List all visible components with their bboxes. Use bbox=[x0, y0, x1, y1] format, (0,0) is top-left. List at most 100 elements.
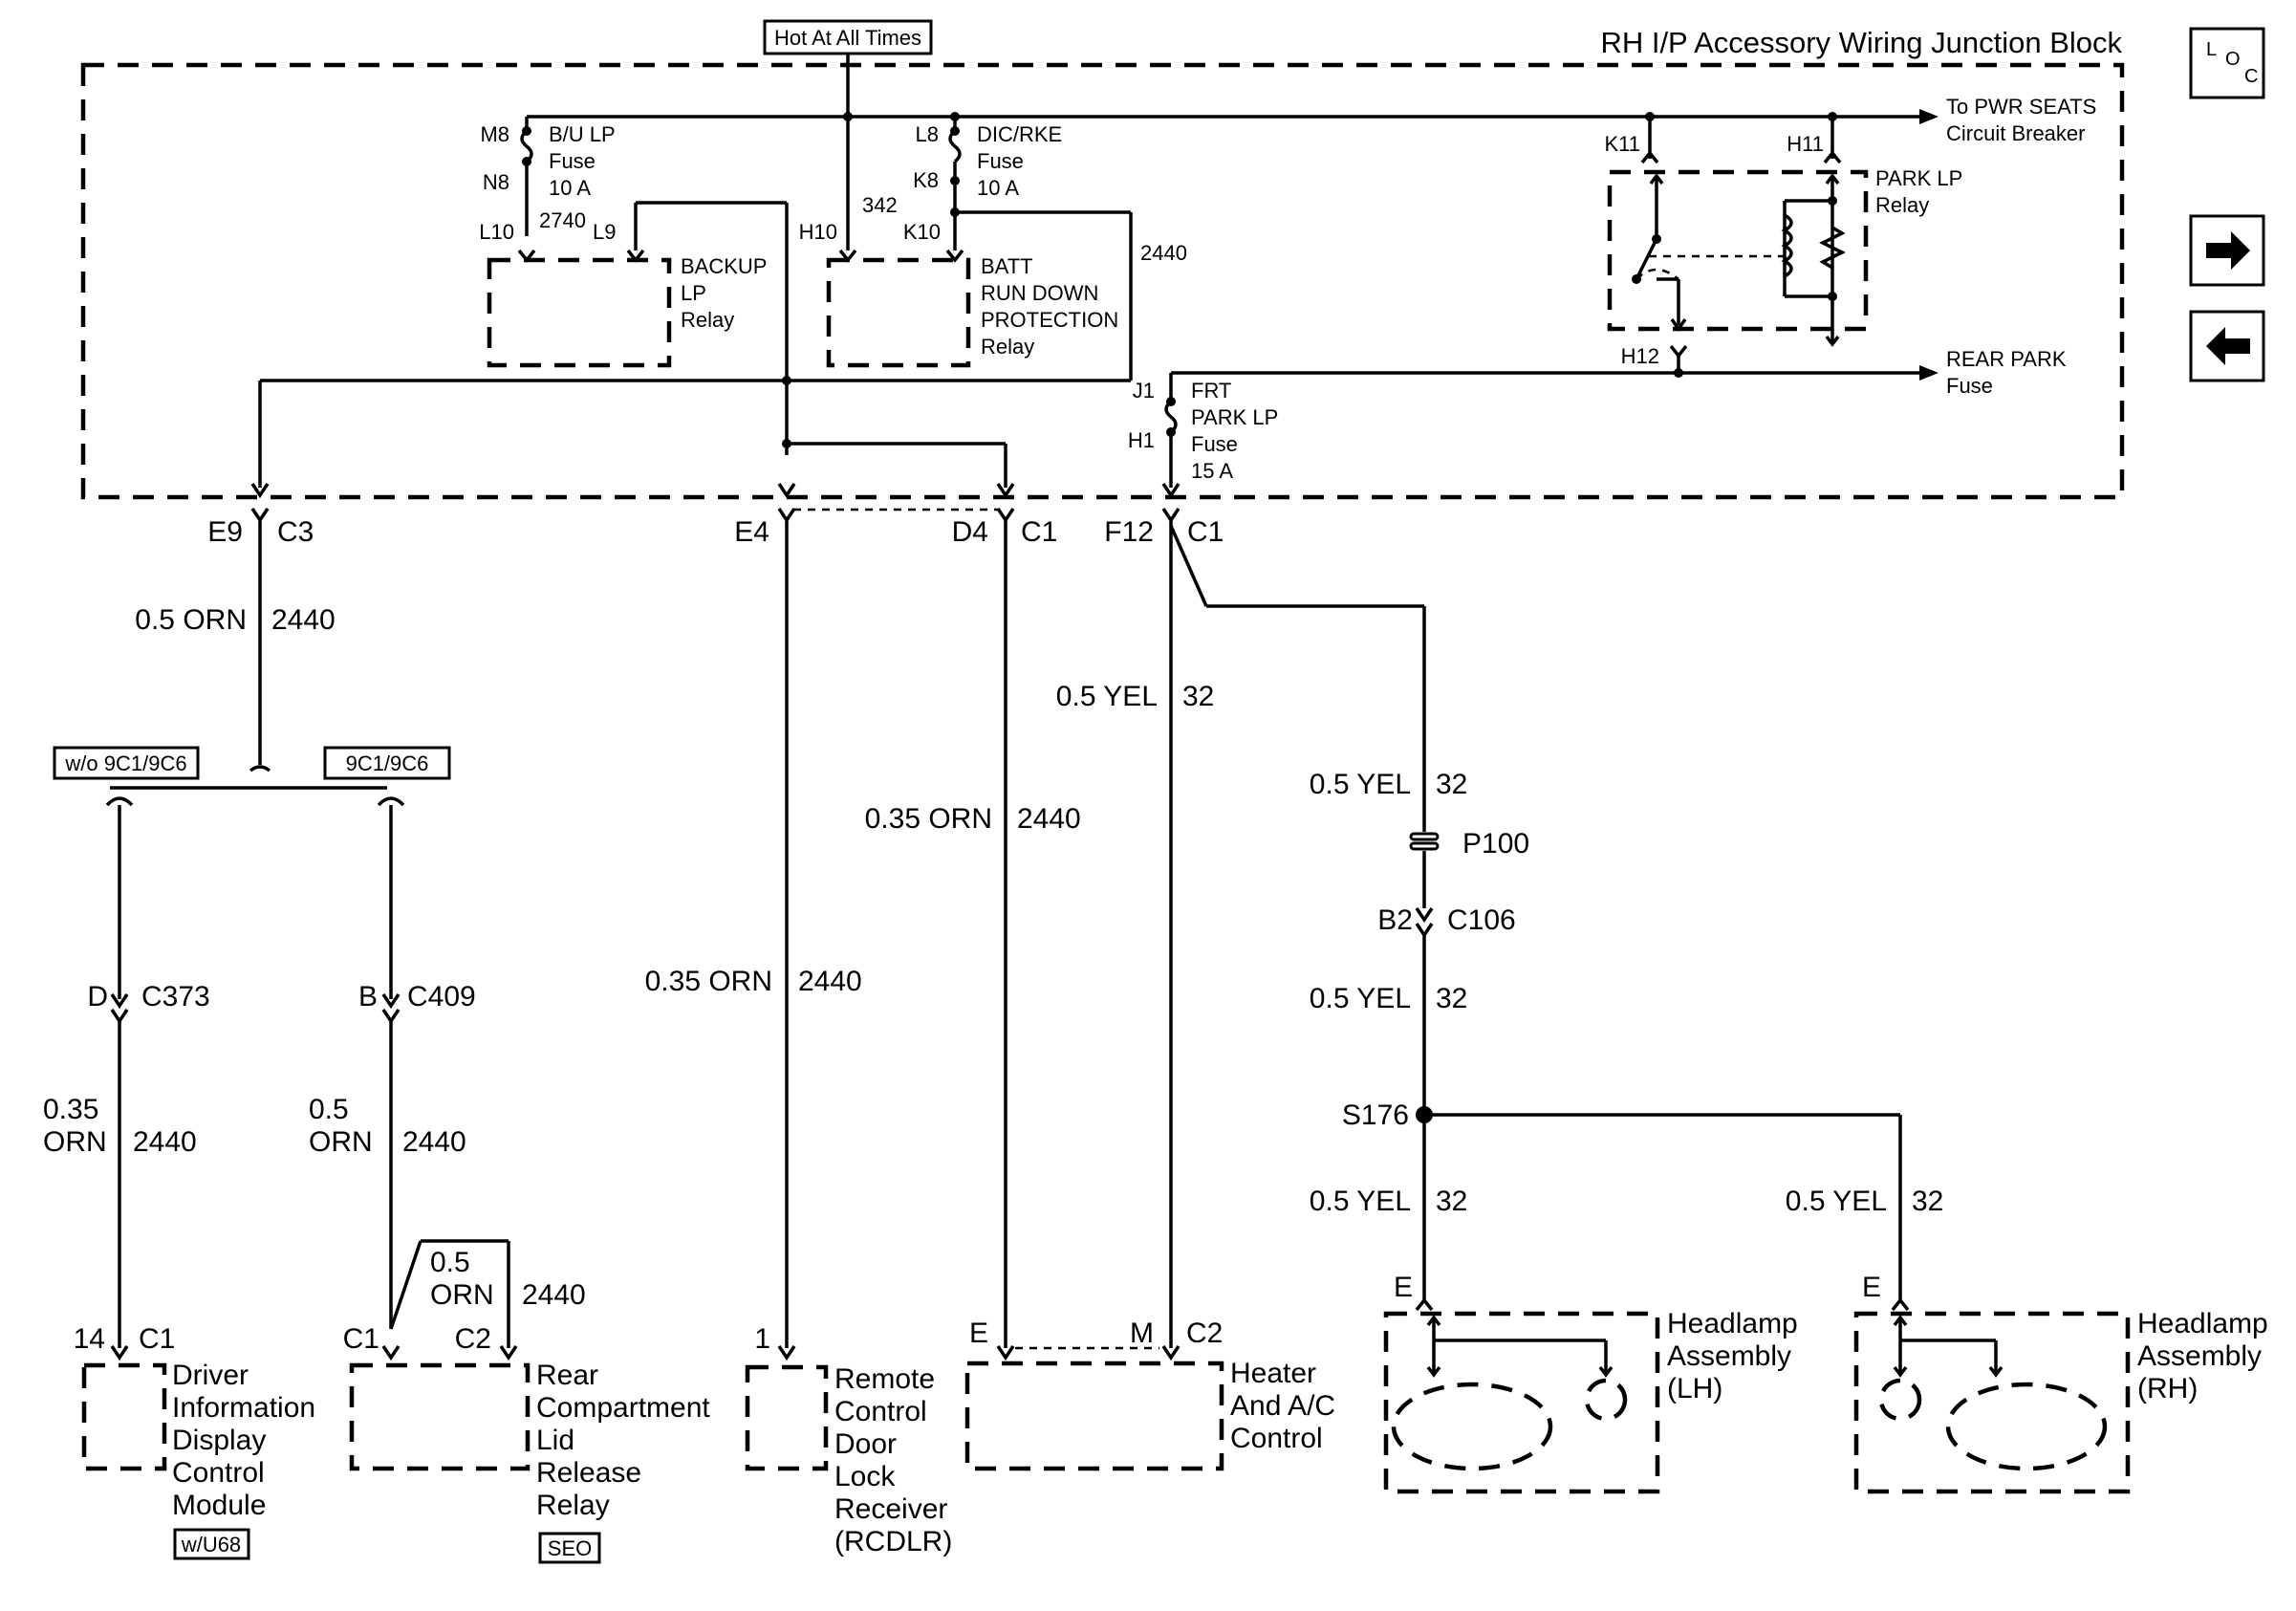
pin-l10: L10 bbox=[479, 220, 514, 244]
arrow-right-icon bbox=[1919, 365, 1939, 381]
next-page-button[interactable] bbox=[2189, 214, 2265, 287]
junction-block-title: RH I/P Accessory Wiring Junction Block bbox=[1600, 26, 2122, 59]
wire-spec: 0.5 YEL bbox=[1786, 1186, 1887, 1217]
arrow-right-icon bbox=[2206, 231, 2250, 270]
circuit-2740: 2740 bbox=[539, 208, 586, 232]
hvac-label-3: Control bbox=[1230, 1423, 1323, 1454]
rcdlr-label-4: Lock bbox=[834, 1461, 896, 1492]
wire-spec: 0.35 ORN bbox=[865, 803, 992, 835]
rear-park-label: REAR PARK bbox=[1946, 347, 2067, 371]
junction-block-outline bbox=[80, 62, 2125, 500]
batt-relay-label: BATT bbox=[981, 254, 1033, 278]
wire-circuit: 32 bbox=[1182, 681, 1214, 712]
pin-b2: B2 bbox=[1377, 904, 1413, 936]
relay-coil-icon bbox=[1781, 213, 1793, 278]
hvac-branch: 0.35 ORN 2440 0.5 YEL 32 E M C2 Heater A… bbox=[865, 520, 1335, 1471]
bu-fuse-rating: 10 A bbox=[549, 176, 591, 200]
wire-circuit: 2440 bbox=[133, 1126, 197, 1158]
wire-spec: 0.35 bbox=[43, 1094, 98, 1125]
batt-relay-label-4: Relay bbox=[981, 335, 1034, 359]
connector-c409: C409 bbox=[407, 981, 476, 1012]
rear-park-sub: Fuse bbox=[1946, 374, 1993, 398]
wire-spec: 0.5 YEL bbox=[1056, 681, 1158, 712]
connector-c106: C106 bbox=[1447, 904, 1516, 936]
remote-control-door-lock-receiver bbox=[745, 1364, 829, 1471]
option-9c1 bbox=[323, 746, 451, 780]
wire-circuit: 32 bbox=[1912, 1186, 1943, 1217]
headlamp-rh-label-2: Assembly bbox=[2137, 1340, 2262, 1372]
rcdlr-label-3: Door bbox=[834, 1428, 897, 1460]
to-pwr-seats-sub: Circuit Breaker bbox=[1946, 121, 2085, 145]
headlamp-branch: 0.5 YEL 32 P100 B2 C106 0.5 YEL 32 S176 … bbox=[1169, 525, 2268, 1494]
frt-fuse-rating: 15 A bbox=[1191, 459, 1233, 483]
pin-e: E bbox=[1394, 1272, 1413, 1303]
wire-spec-2: ORN bbox=[430, 1279, 494, 1311]
option-u68-label: w/U68 bbox=[181, 1533, 241, 1557]
prev-page-button[interactable] bbox=[2189, 310, 2265, 382]
pin-c2: C2 bbox=[455, 1323, 491, 1355]
frt-fuse-label-2: PARK LP bbox=[1191, 405, 1278, 429]
option-9c1-label: 9C1/9C6 bbox=[346, 751, 429, 775]
backup-relay-label-3: Relay bbox=[681, 308, 734, 332]
wire-spec: 0.5 YEL bbox=[1310, 769, 1411, 800]
park-lp-relay bbox=[1607, 169, 1869, 332]
circuit-342: 342 bbox=[862, 193, 898, 217]
wire-spec: 0.5 bbox=[309, 1094, 349, 1125]
dic-fuse-label: DIC/RKE bbox=[977, 122, 1062, 146]
headlamp-rh-label: Headlamp bbox=[2137, 1308, 2268, 1339]
connector-d4: D4 bbox=[952, 516, 988, 548]
pin-b: B bbox=[358, 981, 378, 1012]
hot-at-all-times-label: Hot At All Times bbox=[774, 26, 921, 50]
connector-c3: C3 bbox=[277, 516, 314, 548]
wire-circuit: 2440 bbox=[402, 1126, 466, 1158]
wire-circuit: 32 bbox=[1436, 1186, 1467, 1217]
headlamp-lh-label-3: (LH) bbox=[1667, 1373, 1722, 1404]
loc-icon: L O C bbox=[2206, 39, 2258, 87]
dic-label-4: Control bbox=[172, 1457, 265, 1489]
arrow-left-icon bbox=[2206, 327, 2250, 365]
wire-spec: 0.5 bbox=[430, 1247, 470, 1278]
frt-fuse-label-3: Fuse bbox=[1191, 432, 1238, 456]
connector-row: E9 C3 E4 D4 C1 F12 C1 bbox=[207, 508, 1224, 548]
wire-spec: 0.35 ORN bbox=[645, 966, 772, 997]
arrow-right-icon bbox=[1919, 109, 1939, 124]
pin-1: 1 bbox=[754, 1323, 770, 1355]
rcdlr-label-5: Receiver bbox=[834, 1493, 947, 1525]
pin-e: E bbox=[1862, 1272, 1881, 1303]
splice-s176-label: S176 bbox=[1342, 1099, 1409, 1131]
heater-ac-control bbox=[964, 1361, 1224, 1471]
headlamp-rh-label-3: (RH) bbox=[2137, 1373, 2198, 1404]
rear-compartment-lid-release-relay bbox=[349, 1362, 531, 1471]
wire-circuit: 32 bbox=[1436, 769, 1467, 800]
park-relay-label: PARK LP bbox=[1875, 166, 1962, 190]
wire-circuit: 32 bbox=[1436, 983, 1467, 1014]
rear-relay-label-3: Lid bbox=[536, 1425, 574, 1456]
pin-m: M bbox=[1130, 1317, 1154, 1349]
pin-d: D bbox=[87, 981, 108, 1012]
rcdlr-branch: 0.35 ORN 2440 1 Remote Control Door Lock… bbox=[645, 520, 952, 1557]
rear-relay-label: Rear bbox=[536, 1360, 598, 1391]
pin-j1: J1 bbox=[1133, 379, 1155, 403]
option-wo-9c1 bbox=[53, 746, 200, 780]
dic-fuse-label-2: Fuse bbox=[977, 149, 1024, 173]
pin-k11: K11 bbox=[1604, 132, 1640, 156]
loc-button[interactable]: L O C bbox=[2189, 27, 2265, 99]
headlamp-lh-label: Headlamp bbox=[1667, 1308, 1798, 1339]
frt-fuse-label: FRT bbox=[1191, 379, 1231, 403]
dic-branch: 0.5 ORN 2440 w/o 9C1/9C6 9C1/9C6 D C373 … bbox=[43, 520, 710, 1564]
connector-e4: E4 bbox=[734, 516, 769, 548]
svg-text:L: L bbox=[2206, 39, 2217, 60]
dic-label-2: Information bbox=[172, 1392, 315, 1424]
circuit-2440-top: 2440 bbox=[1140, 241, 1187, 265]
low-beam-lamp-icon bbox=[1945, 1382, 2108, 1471]
svg-text:O: O bbox=[2225, 49, 2241, 70]
dic-label: Driver bbox=[172, 1360, 249, 1391]
pin-l9: L9 bbox=[593, 220, 616, 244]
wire-spec-2: ORN bbox=[309, 1126, 373, 1158]
dic-label-5: Module bbox=[172, 1490, 266, 1521]
frt-park-fuse-icon bbox=[1164, 400, 1178, 434]
connector-c1: C1 bbox=[139, 1323, 175, 1355]
svg-text:C: C bbox=[2244, 66, 2258, 87]
batt-run-down-relay bbox=[826, 257, 971, 368]
headlamp-assembly-lh bbox=[1383, 1311, 1660, 1494]
